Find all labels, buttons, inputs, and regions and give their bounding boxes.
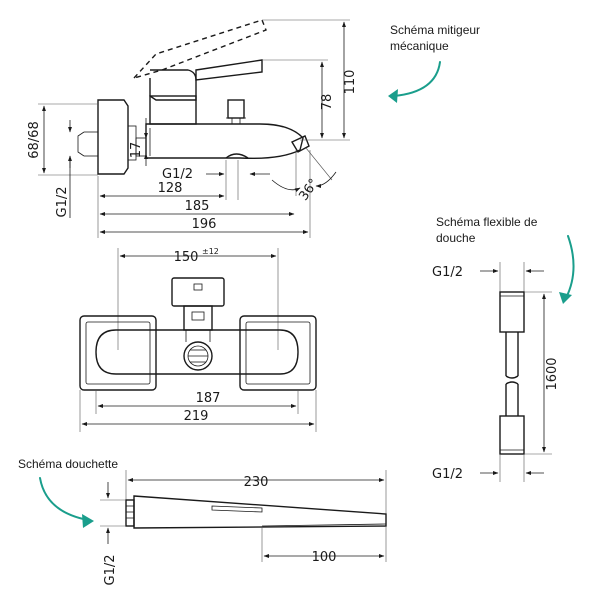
dim-17: 17 (129, 142, 144, 159)
dim-angle: 36° (296, 176, 322, 203)
mixer-schema-label-line2: mécanique (390, 39, 449, 53)
handshower-g: G1/2 (103, 555, 118, 586)
hose-callout-arrow (559, 235, 575, 304)
dim-187: 187 (196, 391, 221, 406)
hose-schema-label-line1: Schéma flexible de (436, 215, 538, 229)
dim-150-tolerance: ±12 (202, 247, 219, 256)
mixer-side-view: 110 78 68/68 G1/2 17 G1/2 36° 128 185 (27, 19, 358, 238)
mixer-schema-label-line1: Schéma mitigeur (390, 23, 480, 37)
hose-g-top: G1/2 (432, 265, 463, 280)
handshower-face: 100 (312, 550, 337, 565)
dim-68-68: 68/68 (27, 121, 42, 158)
dim-128: 128 (158, 181, 183, 196)
dim-150: 150 (174, 250, 199, 265)
handshower-drawing: 230 G1/2 100 (100, 470, 387, 586)
hose-drawing: G1/2 1600 G1/2 (432, 262, 560, 482)
dim-110: 110 (343, 70, 358, 95)
dim-196: 196 (192, 217, 217, 232)
handshower-callout-arrow (39, 477, 94, 528)
hose-schema-label-line2: douche (436, 231, 476, 245)
dim-185: 185 (185, 199, 210, 214)
handshower-length: 230 (244, 475, 269, 490)
dim-g-bottom: G1/2 (162, 167, 193, 182)
handshower-schema-label: Schéma douchette (18, 457, 118, 471)
mixer-front-view: 150 ±12 187 219 (79, 247, 317, 432)
dim-g-side: G1/2 (55, 187, 70, 218)
dim-78: 78 (320, 94, 335, 111)
hose-g-bottom: G1/2 (432, 467, 463, 482)
dim-219: 219 (184, 409, 209, 424)
mixer-callout-arrow (388, 61, 441, 103)
hose-length: 1600 (545, 357, 560, 390)
